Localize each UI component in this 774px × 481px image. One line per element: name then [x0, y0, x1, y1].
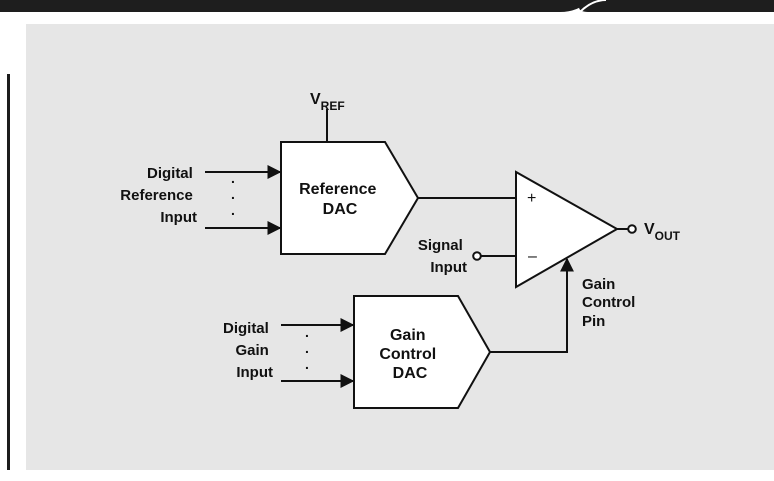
vout-terminal: [627, 224, 637, 234]
header-bar: [0, 0, 774, 12]
opamp-plus-sign: +: [527, 190, 536, 207]
svg-text:.: .: [305, 324, 309, 340]
reference-input-ellipsis: . . .: [231, 170, 235, 218]
opamp-minus-sign: –: [528, 248, 537, 265]
svg-text:.: .: [231, 202, 235, 218]
svg-text:VOUT: VOUT: [644, 221, 681, 243]
svg-text:.: .: [231, 186, 235, 202]
reference-dac-block: [280, 141, 420, 255]
gain-control-output-line: [490, 257, 574, 353]
svg-text:.: .: [305, 356, 309, 372]
digital-reference-input-label: Digital Reference Input: [120, 165, 197, 226]
signal-input-terminal: [472, 251, 482, 261]
gain-input-ellipsis: . . .: [305, 324, 309, 372]
svg-text:.: .: [305, 340, 309, 356]
vout-label: VOUT: [644, 221, 681, 243]
left-margin-rule: [7, 74, 10, 470]
gain-control-dac-label: Gain Control DAC: [379, 327, 440, 382]
svg-text:.: .: [231, 170, 235, 186]
reference-dac-label: Reference DAC: [299, 181, 381, 218]
signal-input-label: Signal Input: [418, 237, 467, 276]
gain-control-dac-block: [353, 295, 492, 409]
gain-control-pin-label: Gain Control Pin: [582, 276, 640, 330]
digital-gain-input-label: Digital Gain Input: [223, 320, 273, 381]
